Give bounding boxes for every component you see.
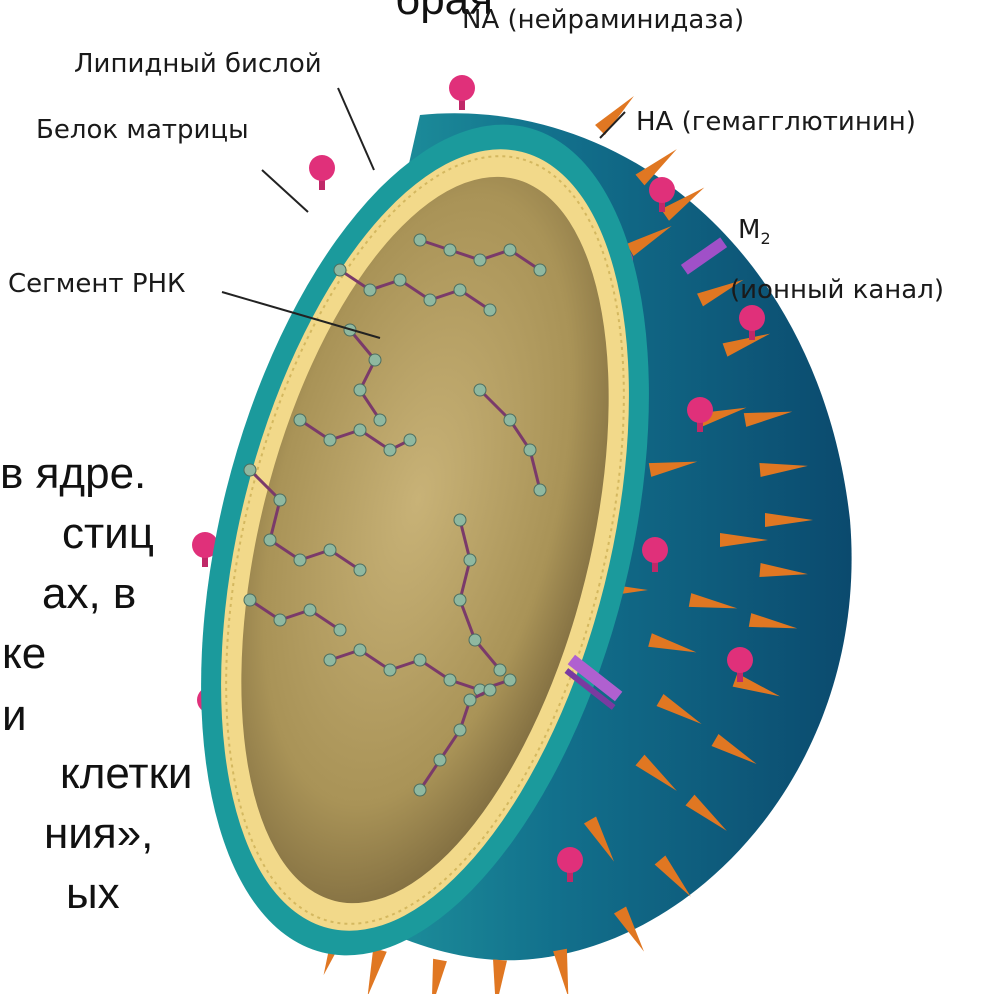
na-spike xyxy=(309,155,335,190)
label-m2: M2 xyxy=(738,215,771,248)
ha-spike xyxy=(595,91,639,135)
ha-spike xyxy=(489,959,507,994)
label-ion-channel: (ионный канал) xyxy=(730,275,944,305)
ha-spike xyxy=(361,948,387,994)
ha-spike xyxy=(553,949,575,994)
label-lipid-bilayer: Липидный бислой xyxy=(74,49,322,79)
label-matrix-protein: Белок матрицы xyxy=(36,115,249,145)
label-hemagglutinin: НА (гемагглютинин) xyxy=(636,107,916,137)
ha-spike xyxy=(425,959,447,994)
label-rna-segment: Сегмент РНК xyxy=(8,269,186,299)
label-neuraminidase: NA (нейраминидаза) xyxy=(462,5,744,35)
na-spike xyxy=(449,75,475,110)
